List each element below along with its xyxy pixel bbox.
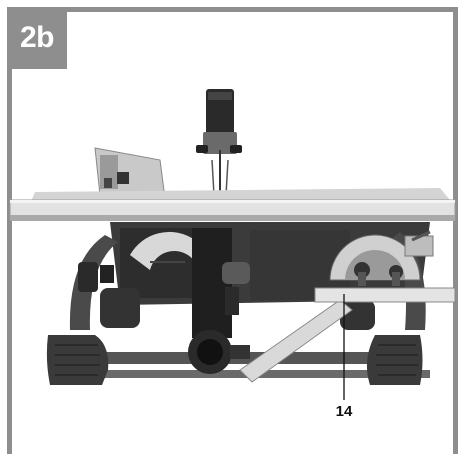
dust-port [188,330,250,374]
figure-tag: 2b [7,7,67,69]
support-strut [239,299,353,383]
miter-gauge [314,230,456,303]
saw-table-top [9,188,456,221]
rip-fence [94,147,166,199]
blade-guard [196,89,242,196]
rubber-feet [46,288,423,385]
callout-14-label: 14 [335,403,353,420]
